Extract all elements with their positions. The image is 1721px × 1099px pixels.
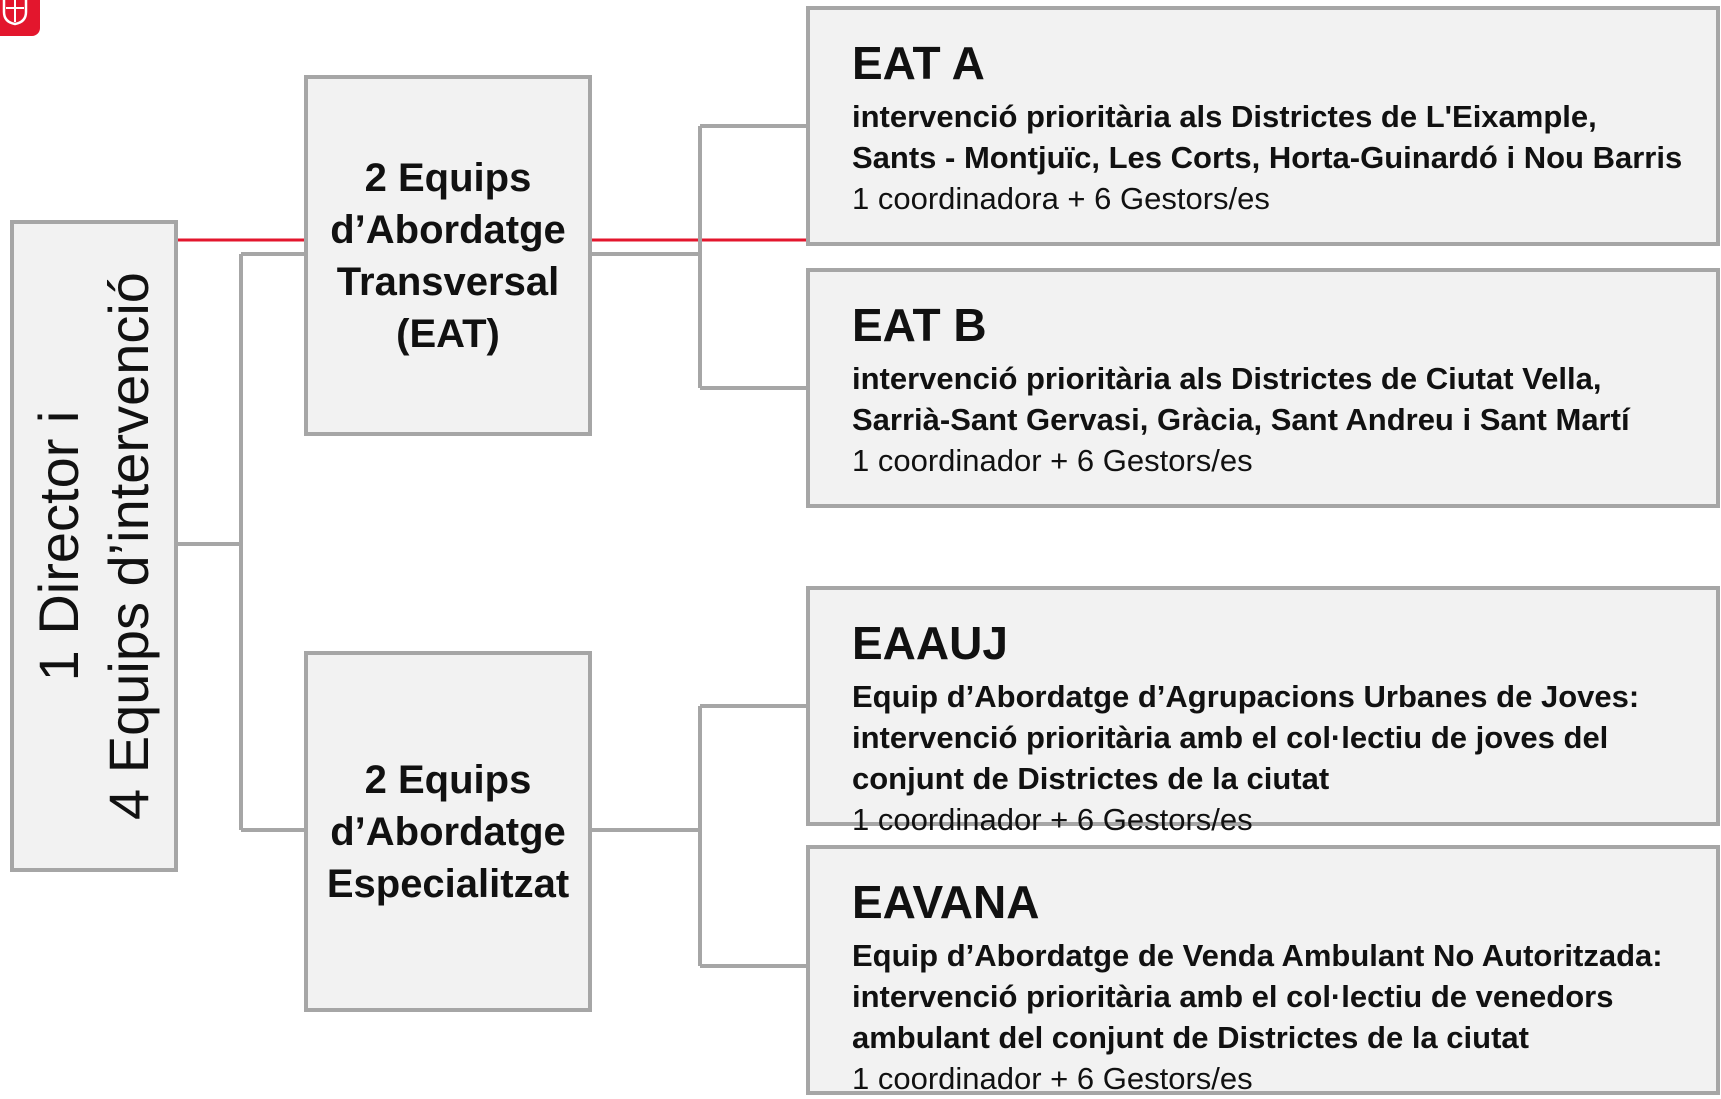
team-description-line: conjunt de Districtes de la ciutat — [852, 761, 1330, 796]
team-node-eavana: EAVANA Equip d’Abordatge de Venda Ambula… — [806, 845, 1720, 1096]
team-title: EAVANA — [852, 876, 1040, 928]
team-description: Equip d’Abordatge d’Agrupacions Urbanes … — [852, 676, 1716, 799]
group-label-line: d’Abordatge — [330, 809, 566, 854]
group-node-transversal: 2 Equips d’Abordatge Transversal (EAT) — [304, 75, 592, 436]
team-staff: 1 coordinadora + 6 Gestors/es — [852, 181, 1270, 216]
team-description-line: intervenció prioritària als Districtes d… — [852, 99, 1597, 134]
group-label-line: Especialitzat — [326, 861, 570, 906]
root-node: 1 Director i 4 Equips d’intervenció — [10, 220, 178, 872]
group-label-line: 2 Equips — [364, 757, 532, 802]
team-description-line: Sants - Montjuïc, Les Corts, Horta-Guina… — [852, 140, 1683, 175]
team-title: EAT B — [852, 299, 987, 351]
team-description-line: Equip d’Abordatge d’Agrupacions Urbanes … — [852, 679, 1640, 714]
team-description: intervenció prioritària als Districtes d… — [852, 358, 1716, 440]
team-staff: 1 coordinador + 6 Gestors/es — [852, 802, 1253, 837]
group-label-line: d’Abordatge — [330, 207, 566, 252]
team-description-line: intervenció prioritària amb el col·lecti… — [852, 979, 1614, 1014]
team-node-eat-b: EAT B intervenció prioritària als Distri… — [806, 268, 1720, 508]
root-label-line-1: 1 Director i — [27, 410, 90, 682]
group-label-line: 2 Equips — [364, 155, 532, 200]
team-staff: 1 coordinador + 6 Gestors/es — [852, 443, 1253, 478]
root-label-line-2: 4 Equips d’intervenció — [97, 272, 160, 820]
team-description-line: ambulant del conjunt de Districtes de la… — [852, 1020, 1529, 1055]
team-description-line: intervenció prioritària als Districtes d… — [852, 361, 1602, 396]
logo — [0, 0, 40, 36]
team-node-eaauj: EAAUJ Equip d’Abordatge d’Agrupacions Ur… — [806, 586, 1720, 837]
team-description-line: Sarrià-Sant Gervasi, Gràcia, Sant Andreu… — [852, 402, 1630, 437]
team-node-eat-a: EAT A intervenció prioritària als Distri… — [806, 6, 1720, 246]
team-title: EAT A — [852, 37, 985, 89]
team-description: intervenció prioritària als Districtes d… — [852, 96, 1716, 178]
group-label-line: Transversal — [336, 259, 560, 304]
group-label-line: (EAT) — [396, 311, 500, 356]
root-label: 1 Director i 4 Equips d’intervenció — [24, 272, 164, 820]
team-description-line: intervenció prioritària amb el col·lecti… — [852, 720, 1609, 755]
team-title: EAAUJ — [852, 617, 1008, 669]
team-description: Equip d’Abordatge de Venda Ambulant No A… — [852, 935, 1716, 1058]
connector-lines — [178, 124, 806, 968]
team-description-line: Equip d’Abordatge de Venda Ambulant No A… — [852, 938, 1663, 973]
group-node-especialitzat: 2 Equips d’Abordatge Especialitzat — [304, 651, 592, 1012]
city-shield-icon — [2, 0, 28, 26]
team-staff: 1 coordinador + 6 Gestors/es — [852, 1061, 1253, 1096]
